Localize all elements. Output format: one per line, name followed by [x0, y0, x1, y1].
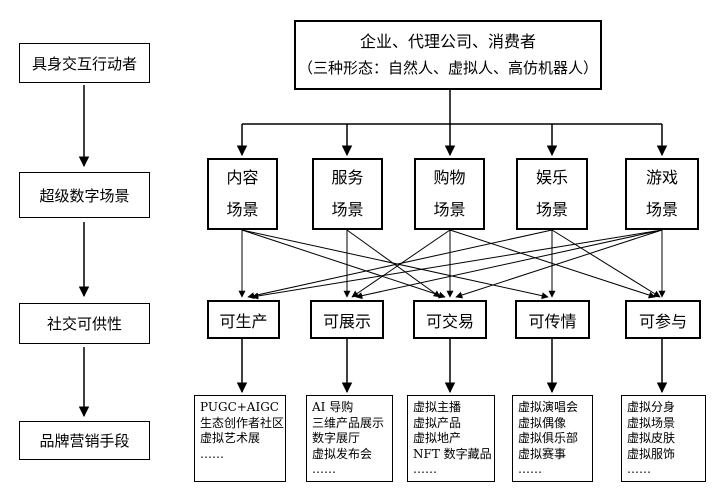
- list-item: ……: [200, 446, 224, 461]
- label-super-digital-scene: 超级数字场景: [19, 172, 150, 218]
- link-ent-participate: [551, 229, 661, 298]
- marketing-list-display: AI 导购 三维产品展示 数字展厅 虚拟发布会 ……: [306, 395, 393, 482]
- list-item: ……: [627, 462, 651, 476]
- scene-game: 游戏 场景: [625, 158, 699, 230]
- marketing-list-participate: 虚拟分身 虚拟场景 虚拟皮肤 虚拟服饰 ……: [621, 395, 706, 482]
- link-ent-produce: [247, 229, 553, 300]
- scene-name: 游戏: [645, 168, 678, 187]
- label-social-affordance: 社交可供性: [19, 303, 150, 344]
- list-item: 生态创作者社区: [200, 415, 285, 430]
- list-item: AI 导购: [312, 400, 354, 414]
- affordance-trade: 可交易: [413, 300, 487, 339]
- scene-content: 内容 场景: [207, 158, 278, 230]
- list-item: 三维产品展示: [312, 415, 385, 430]
- affordance-emotion: 可传情: [515, 300, 590, 339]
- list-item: 虚拟赛事: [518, 446, 567, 461]
- actors-line-1: 企业、代理公司、消费者: [359, 32, 536, 51]
- affordance-produce: 可生产: [207, 300, 280, 339]
- scene-suffix: 场景: [535, 200, 568, 219]
- label-embodied-actors: 具身交互行动者: [19, 43, 150, 83]
- list-item: 虚拟场景: [627, 415, 676, 430]
- scene-affordance-links: [238, 229, 666, 300]
- list-item: 虚拟主播: [413, 400, 462, 414]
- link-content-trade: [241, 229, 446, 299]
- list-item: ……: [413, 462, 437, 476]
- link-service-trade: [346, 229, 441, 298]
- link-game-trade: [455, 229, 663, 299]
- list-item: 虚拟分身: [627, 400, 676, 414]
- actors-box: 企业、代理公司、消费者 （三种形态：自然人、虚拟人、高仿机器人）: [294, 20, 602, 90]
- scene-name: 购物: [433, 168, 466, 187]
- list-item: ……: [518, 462, 542, 476]
- scene-suffix: 场景: [645, 200, 678, 219]
- scene-suffix: 场景: [433, 200, 466, 219]
- link-game-display: [355, 229, 663, 300]
- scene-suffix: 场景: [226, 200, 259, 219]
- actors-line-2: （三种形态：自然人、虚拟人、高仿机器人）: [297, 59, 598, 77]
- list-item: PUGC+AIGC: [200, 400, 279, 414]
- list-item: ……: [312, 462, 336, 476]
- scene-entertainment: 娱乐 场景: [516, 158, 588, 230]
- list-item: 虚拟发布会: [312, 446, 373, 461]
- scene-name: 娱乐: [535, 168, 568, 187]
- list-item: 虚拟皮肤: [627, 431, 676, 445]
- list-item: 虚拟艺术展: [200, 431, 261, 445]
- list-item: 虚拟俱乐部: [518, 431, 579, 445]
- scene-service: 服务 场景: [312, 158, 383, 230]
- affordance-participate: 可参与: [625, 300, 701, 339]
- list-item: NFT 数字藏品: [413, 446, 492, 461]
- scene-suffix: 场景: [331, 200, 364, 219]
- marketing-list-emotion: 虚拟演唱会 虚拟偶像 虚拟俱乐部 虚拟赛事 ……: [512, 395, 593, 482]
- affordance-display: 可展示: [310, 300, 384, 339]
- list-item: 虚拟演唱会: [518, 400, 579, 414]
- list-item: 虚拟偶像: [518, 415, 567, 430]
- list-item: 虚拟地产: [413, 431, 462, 445]
- scene-name: 服务: [331, 168, 364, 187]
- marketing-list-trade: 虚拟主播 虚拟产品 虚拟地产 NFT 数字藏品 ……: [407, 395, 495, 482]
- list-item: 数字展厅: [312, 431, 361, 445]
- list-item: 虚拟服饰: [627, 446, 676, 461]
- link-content-emotion: [241, 229, 549, 300]
- marketing-list-produce: PUGC+AIGC 生态创作者社区 虚拟艺术展 ……: [194, 395, 286, 482]
- label-brand-marketing: 品牌营销手段: [19, 421, 150, 460]
- scene-name: 内容: [226, 168, 259, 187]
- list-item: 虚拟产品: [413, 415, 462, 430]
- link-game-produce: [251, 229, 663, 300]
- scene-shopping: 购物 场景: [414, 158, 485, 230]
